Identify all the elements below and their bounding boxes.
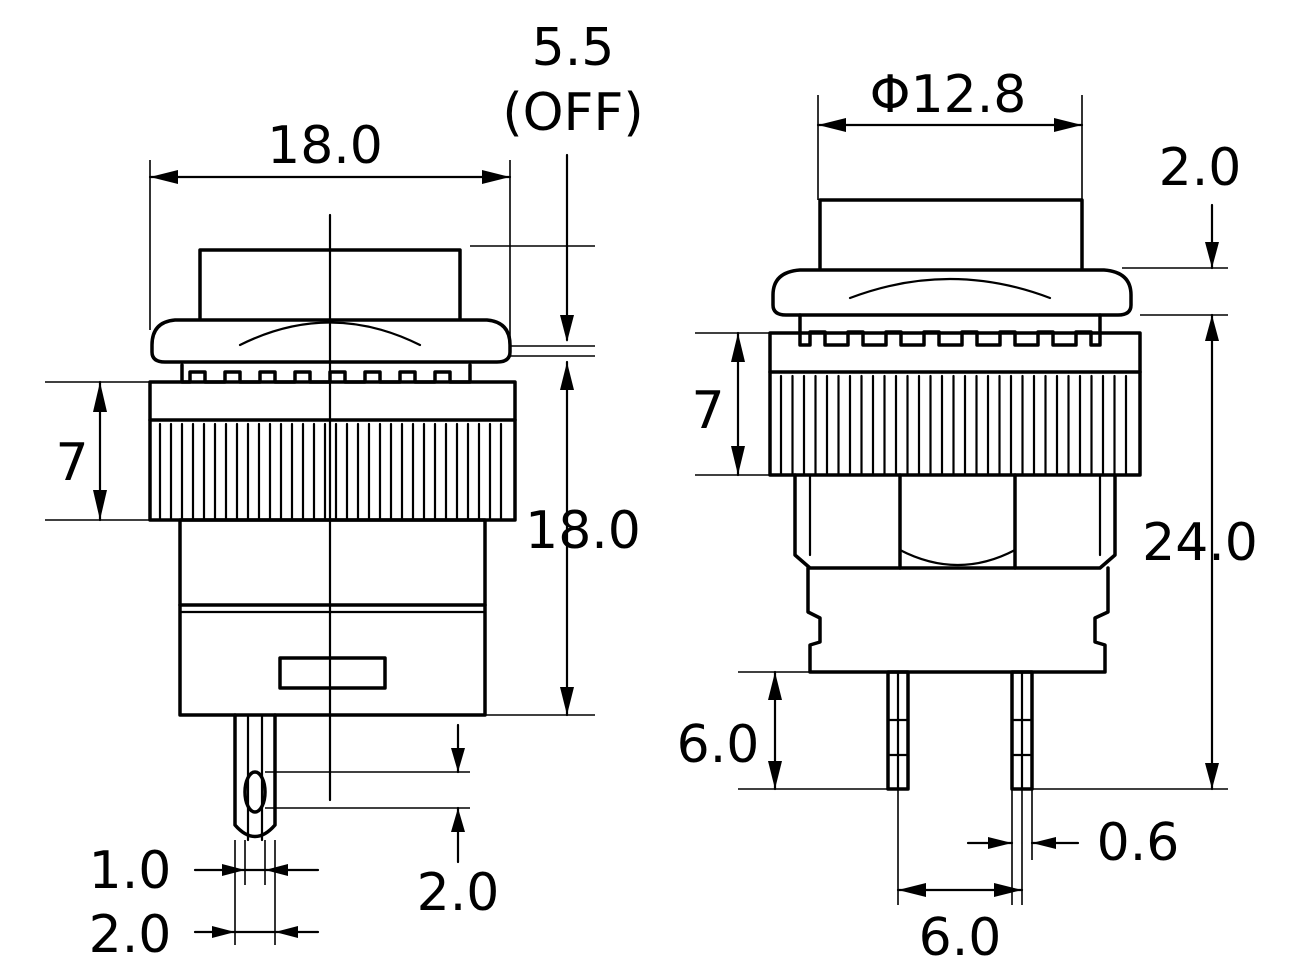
side-width-arrow-l [150,170,178,184]
front-flange-label: 2.0 [1159,138,1242,198]
side-nut-label: 7 [55,433,88,493]
front-nut-label: 7 [691,381,724,441]
side-nut-arrow-t [93,382,107,412]
side-teeth [180,363,472,384]
side-tt-arrow-l [212,926,235,938]
side-tw-label: 1.0 [89,841,172,901]
front-pw-arrow-l [988,837,1012,849]
side-bezel [150,318,512,364]
front-pw-arrow-r [1032,837,1056,849]
front-dia-label: Φ12.8 [870,65,1027,125]
front-ps-arrow-l [898,883,926,897]
front-pw-label: 0.6 [1097,813,1180,873]
side-knurl [158,422,503,522]
side-travel-label: 5.5 [532,18,615,78]
front-knurl [779,374,1128,477]
front-nut [768,331,1142,477]
side-body [178,518,487,717]
front-pin-arrow-t [768,672,782,700]
front-nut-arrow-t [731,333,745,362]
side-hole-arrow-t [451,748,465,772]
side-height-label: 18.0 [525,501,641,561]
side-tt-label: 2.0 [89,905,172,965]
front-pin-label: 6.0 [677,715,760,775]
front-hex-nut [793,473,1117,570]
side-cap [198,248,462,320]
front-total-arrow-b [1205,763,1219,789]
front-total-label: 24.0 [1142,513,1258,573]
side-width-label: 18.0 [267,116,383,176]
side-travel-note: (OFF) [502,83,643,143]
front-dia-arrow-r [1054,118,1082,132]
front-bezel-dome [848,277,1052,300]
front-nut-arrow-b [731,446,745,475]
side-tw-arrow-r [265,864,288,876]
side-terminal-hole [243,770,267,814]
side-travel-arrow [560,315,574,342]
front-total-arrow-t [1205,315,1219,341]
side-width-arrow-r [482,170,510,184]
side-tw-arrow-l [222,864,245,876]
front-hex-chamfer [898,548,1017,567]
side-terminal [233,713,277,839]
side-height-arrow-t [560,362,574,390]
front-view: Φ12.8 2.0 24.0 7 6.0 0.6 [677,65,1258,968]
side-tt-arrow-r [275,926,298,938]
front-pin-arrow-b [768,761,782,789]
front-bezel [771,268,1133,317]
side-nut-arrow-b [93,490,107,520]
side-height-arrow-b [560,687,574,715]
side-view: 18.0 5.5 (OFF) 7 18.0 2.0 [45,18,644,965]
side-hole-label: 2.0 [417,863,500,923]
front-cap [818,198,1084,270]
front-ps-label: 6.0 [919,908,1002,968]
front-flange-arrow-t [1205,242,1219,268]
side-window [278,656,387,690]
side-hole-arrow-b [451,808,465,832]
front-dia-arrow-l [818,118,846,132]
front-ps-arrow-r [994,883,1022,897]
front-teeth [798,313,1102,347]
front-base [806,566,1110,674]
